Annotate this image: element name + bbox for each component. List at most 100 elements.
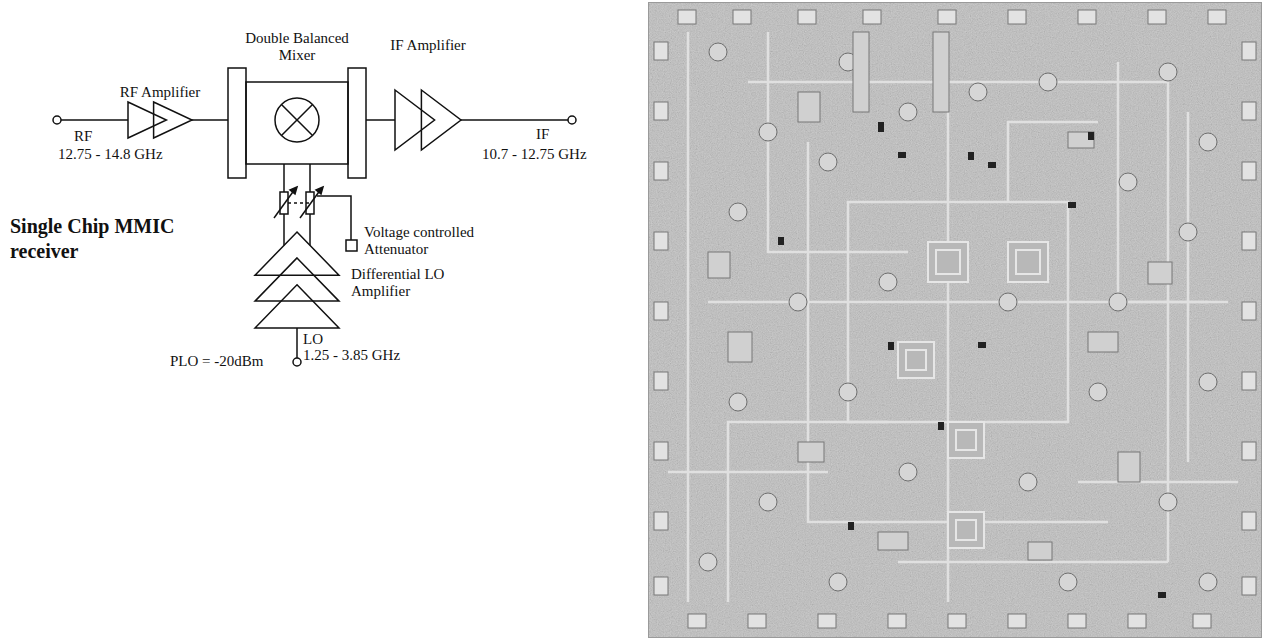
power-level: PLO = -20dBm: [170, 353, 263, 370]
amplifier-symbol: [128, 102, 166, 138]
control-pad: Voltage controlled Attenuator: [346, 240, 357, 251]
transistor-gate: [1068, 202, 1076, 208]
if-amplifier: IF Amplifier: [395, 90, 461, 150]
node-heading: IF Amplifier: [390, 37, 465, 54]
via-hole: [1199, 373, 1217, 391]
via-hole: [759, 123, 777, 141]
port-wires: [61, 119, 128, 121]
via-hole: [879, 273, 897, 291]
mixer-symbol: [281, 104, 312, 135]
bond-pad: [654, 302, 668, 320]
bond-pad: [1208, 10, 1226, 24]
chip-trace: [848, 202, 1068, 422]
bond-pad: [1242, 512, 1256, 530]
spiral-inductor: [928, 242, 968, 282]
bond-pad: [654, 372, 668, 390]
via-hole: [829, 573, 847, 591]
port-terminals: [53, 116, 61, 124]
node-heading: Voltage controlled Attenuator: [364, 224, 494, 258]
port-terminals: [568, 116, 576, 124]
rf-amplifier-shape: [128, 102, 192, 138]
bond-pad: [1008, 614, 1026, 628]
via-hole: [709, 43, 727, 61]
bond-pad: [818, 614, 836, 628]
port-name: RF: [74, 128, 92, 145]
bond-pad: [948, 614, 966, 628]
chip-trace: [668, 32, 1238, 602]
frequency-range: 10.7 - 12.75 GHz: [482, 146, 587, 163]
spiral-inductor: [898, 242, 1048, 548]
pad-symbol: [346, 240, 357, 251]
via-hole: [759, 493, 777, 511]
via-hole: [729, 393, 747, 411]
bond-pad: [1068, 614, 1086, 628]
transistor-gate: [778, 237, 784, 245]
attenuator-symbol: [316, 187, 323, 194]
via-hole: [1199, 573, 1217, 591]
via-hole: [1089, 383, 1107, 401]
node-heading: Double Balanced Mixer: [232, 30, 362, 64]
bond-pad: [1148, 10, 1166, 24]
bond-pad: [1242, 372, 1256, 390]
chip-trace: [808, 142, 1108, 522]
bond-pad: [654, 232, 668, 250]
chip-edge: [649, 3, 1262, 638]
via-hole: [1059, 573, 1077, 591]
bond-pad: [654, 162, 668, 180]
via-hole: [839, 383, 857, 401]
mixer-block-shape: [228, 68, 366, 178]
chip-grain: [648, 2, 1262, 638]
attenuator-symbol: [300, 189, 321, 218]
chip-trace: [728, 422, 888, 602]
node-heading: RF Amplifier: [120, 84, 200, 101]
mixer-body: [246, 82, 348, 164]
via-hole: [999, 293, 1017, 311]
transistor-gate: [848, 522, 854, 530]
transistor-gate: [938, 422, 944, 430]
chip-trace: [1008, 122, 1098, 202]
chip-photo: [648, 2, 1262, 638]
bond-pad: [1128, 614, 1146, 628]
chip-component: [728, 332, 752, 362]
node-heading: Differential LO Amplifier: [351, 266, 476, 300]
amplifier-symbol: [255, 285, 339, 328]
lo-output-wire: [283, 232, 285, 245]
bond-pad: [888, 614, 906, 628]
lo-port-wire: [283, 164, 285, 178]
via-hole: [1159, 63, 1177, 81]
amplifier-symbol: [255, 258, 339, 301]
spiral-inductor: [956, 520, 976, 540]
chip-component: [1118, 452, 1140, 482]
spiral-inductor: [906, 350, 926, 370]
chip-trace: [1187, 112, 1190, 462]
signal-wire: [192, 119, 228, 121]
balun-symbol: [348, 68, 366, 178]
signal-wire: [366, 119, 395, 121]
bond-pad: [654, 102, 668, 120]
chip-trace: [898, 561, 1168, 564]
port-terminals: [293, 358, 301, 366]
attenuator-symbol: [317, 196, 351, 240]
via-hole: [789, 293, 807, 311]
lo-amplifier: Differential LO Amplifier: [255, 232, 339, 328]
chip-trace: [668, 471, 828, 474]
bond-pad: [1242, 162, 1256, 180]
chip-trace: [748, 82, 1168, 562]
port-name: LO: [303, 331, 323, 348]
transistor-gate: [878, 122, 884, 132]
amplifier-symbol: [255, 232, 339, 275]
bond-pad: [654, 42, 668, 60]
chip-trace: [687, 32, 690, 602]
chip-component: [853, 32, 869, 112]
attenuator-symbol: [290, 187, 297, 194]
frequency-range: 12.75 - 14.8 GHz: [58, 146, 163, 163]
bond-pad: [688, 614, 706, 628]
attenuator-symbol: [288, 202, 309, 204]
transistor-gate: [1158, 592, 1166, 598]
via-hole: [1019, 473, 1037, 491]
bond-pad: [654, 577, 668, 595]
mixer-block: Double Balanced Mixer: [228, 68, 366, 178]
chip-component: [798, 92, 820, 122]
bond-pad: [654, 10, 1256, 628]
